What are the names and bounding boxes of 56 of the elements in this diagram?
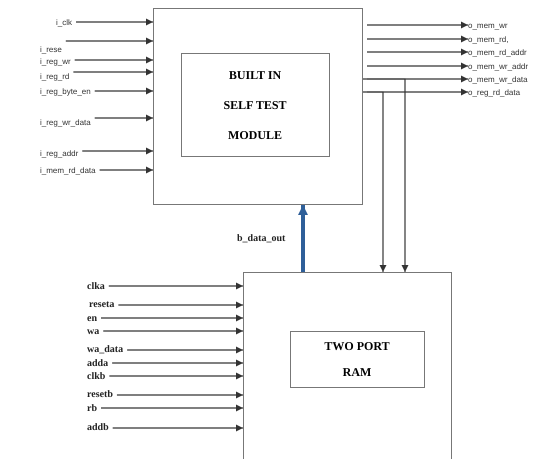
signal-label: i_reg_wr_data — [40, 117, 91, 128]
arrow — [363, 78, 408, 272]
signal-label: o_mem_wr_data — [468, 74, 528, 85]
label-box — [290, 330, 424, 388]
arrow — [73, 68, 153, 76]
signal-label: clkb — [87, 371, 106, 382]
arrow — [103, 328, 243, 334]
arrow — [94, 114, 153, 122]
arrow — [66, 38, 153, 44]
signal-label: wa_data — [87, 344, 124, 355]
arrow — [112, 360, 243, 366]
signal-label: o_mem_rd, — [468, 34, 508, 45]
signal-label: i_reg_byte_en — [40, 86, 91, 97]
arrow — [74, 56, 153, 64]
edge-label: b_data_out — [237, 232, 286, 244]
signal-label: addb — [87, 422, 109, 433]
signal-label: en — [87, 313, 97, 324]
module-box — [153, 8, 363, 205]
signal-label: i_clk — [56, 17, 72, 28]
signal-label: o_mem_wr_addr — [468, 61, 528, 72]
signal-label: reseta — [89, 299, 114, 310]
arrow — [298, 205, 308, 272]
arrow — [118, 302, 243, 308]
signal-label: i_mem_rd_data — [40, 165, 96, 176]
signal-label: i_reg_addr — [40, 148, 78, 159]
signal-label: i_rese — [40, 44, 62, 55]
signal-label: i_reg_wr — [40, 56, 71, 67]
arrow — [109, 372, 243, 380]
module-title: TWO PORT RAM — [323, 338, 391, 381]
arrow — [367, 22, 468, 28]
signal-label: i_reg_rd — [40, 71, 70, 82]
module-box — [243, 272, 452, 459]
arrow — [101, 314, 243, 322]
arrow — [101, 404, 243, 412]
signal-label: o_reg_rd_data — [468, 87, 520, 98]
signal-label: clka — [87, 281, 105, 292]
arrow — [367, 62, 468, 70]
arrow — [367, 36, 468, 42]
arrow — [363, 91, 386, 272]
signal-label: o_mem_rd_addr — [468, 47, 527, 58]
module-title: BUILT IN SELF TEST MODULE — [222, 66, 288, 144]
signal-label: wa — [87, 326, 100, 337]
signal-label: rb — [87, 403, 97, 414]
arrow — [76, 18, 153, 26]
arrow — [82, 148, 153, 154]
arrow — [108, 282, 243, 290]
label-box — [180, 52, 330, 156]
arrow — [116, 392, 243, 398]
arrow — [112, 424, 243, 432]
signal-label: o_mem_wr — [468, 20, 508, 31]
arrow — [94, 88, 153, 94]
signal-label: adda — [87, 358, 108, 369]
arrow — [367, 48, 468, 56]
signal-label: resetb — [87, 389, 113, 400]
arrow — [100, 166, 153, 174]
arrow — [127, 346, 243, 354]
